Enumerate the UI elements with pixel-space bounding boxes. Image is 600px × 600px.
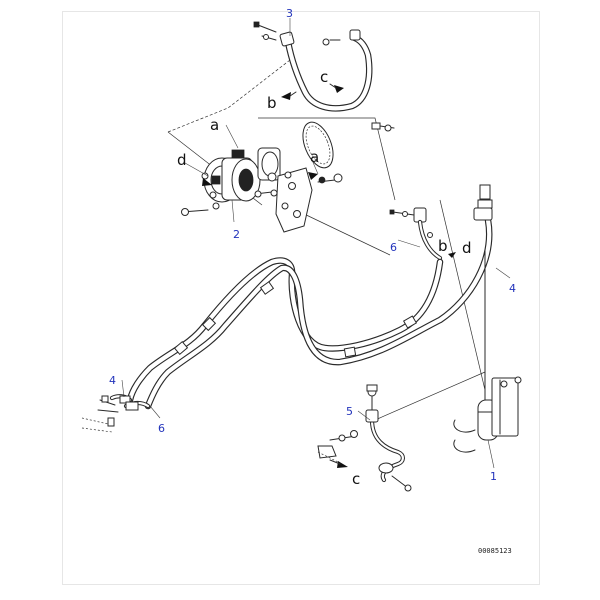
callout-part-6-mid: 6	[390, 241, 397, 254]
connection-letter-a-lower: a	[310, 148, 319, 166]
connection-letter-c-upper: c	[320, 68, 328, 86]
compressor	[181, 121, 343, 233]
arrow-a-lower	[308, 172, 318, 180]
arrow-c-upper	[334, 85, 344, 93]
connection-letter-c-lower: c	[352, 470, 360, 488]
callout-part-4-left: 4	[109, 374, 116, 387]
connection-letter-a-upper: a	[210, 116, 219, 134]
callout-part-1: 1	[490, 470, 497, 483]
hose-routes	[126, 216, 493, 410]
direction-arrows	[202, 83, 456, 468]
arrow-b-upper	[281, 92, 291, 100]
arrow-c-lower	[337, 461, 348, 468]
lower-middle-hose	[317, 384, 412, 492]
connection-letter-b-upper: b	[267, 94, 277, 112]
callout-part-6-bottom: 6	[158, 422, 165, 435]
leader-lines	[121, 18, 511, 469]
connector-upper-right	[389, 207, 443, 261]
receiver-drier	[453, 184, 522, 453]
connection-letter-d-right: d	[462, 239, 472, 257]
arrow-d-right	[448, 252, 456, 258]
arrow-d-left	[202, 178, 212, 186]
connection-letter-b-right: b	[438, 237, 448, 255]
drawing-code: 00085123	[478, 547, 512, 555]
callout-part-3: 3	[286, 7, 293, 20]
callout-part-4-top: 4	[509, 282, 516, 295]
top-hose-assembly	[253, 21, 395, 132]
callout-part-2: 2	[233, 228, 240, 241]
connection-letter-d-left: d	[177, 151, 187, 169]
lower-left-fittings	[81, 394, 151, 433]
callout-part-5: 5	[346, 405, 353, 418]
